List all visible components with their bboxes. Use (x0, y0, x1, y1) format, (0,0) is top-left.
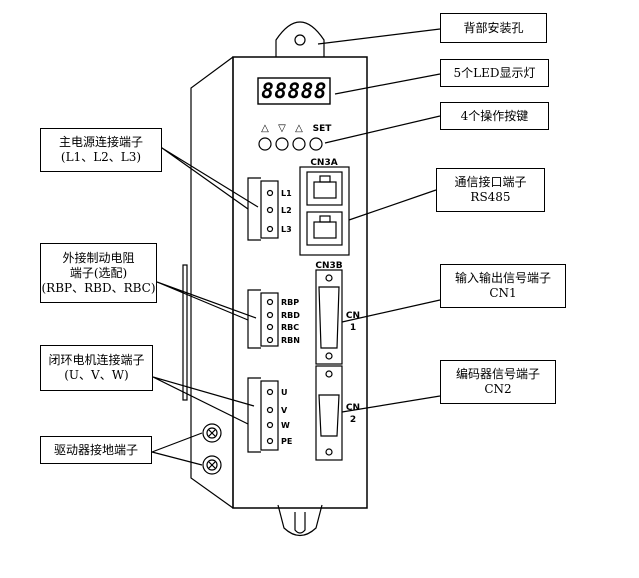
leader-keys (324, 115, 441, 144)
leader-resistor (156, 281, 257, 321)
terminal-l3: L3 (281, 225, 292, 234)
cn3a-label: CN3A (310, 158, 337, 168)
terminal-u: U (281, 388, 288, 397)
callout-mount-hole: 背部安装孔 (440, 13, 547, 43)
led-display (257, 77, 331, 105)
key-1 (258, 137, 272, 151)
terminal-pe: PE (281, 437, 292, 446)
cn1-strip (315, 269, 343, 365)
leader-io (341, 299, 441, 323)
rj45-port-2 (306, 211, 343, 246)
terminal-l2: L2 (281, 206, 292, 215)
terminal-rbn: RBN (281, 336, 300, 345)
cn1-label-top: CN (346, 311, 360, 321)
cn1-dsub (318, 286, 340, 349)
motor-terminal-block (247, 377, 261, 453)
leader-comm (348, 189, 437, 221)
heat-sink-rail (190, 56, 234, 509)
callout-encoder: 编码器信号端子 CN2 (440, 360, 556, 404)
set-label: SET (313, 124, 333, 134)
leader-power (161, 147, 259, 210)
callout-led: 5个LED显示灯 (440, 59, 549, 87)
bottom-mount-slot (294, 512, 306, 534)
led-digits: 88888 (261, 79, 327, 103)
cn2-dsub (318, 394, 340, 437)
bottom-mount-tab (277, 504, 323, 537)
callout-ground: 驱动器接地端子 (40, 436, 152, 464)
callout-resistor: 外接制动电阻 端子(选配) (RBP、RBD、RBC) (40, 243, 157, 303)
callout-power: 主电源连接端子 (L1、L2、L3) (40, 128, 162, 172)
terminal-rbd: RBD (281, 311, 300, 320)
key-2 (275, 137, 289, 151)
cn1-label-num: 1 (350, 323, 356, 333)
callout-comm: 通信接口端子 RS485 (436, 168, 545, 212)
callout-keys: 4个操作按键 (440, 102, 549, 130)
ground-screw-2 (202, 455, 222, 475)
arrow-up-1-label: △ (261, 123, 269, 134)
ground-screw-1 (202, 423, 222, 443)
cn3a-block (299, 166, 350, 256)
terminal-rbc: RBC (281, 323, 299, 332)
arrow-down-label: ▽ (278, 123, 286, 134)
front-panel (232, 56, 368, 509)
leader-ground (151, 432, 203, 466)
power-terminal-block (247, 177, 261, 241)
leader-motor (152, 376, 255, 425)
callout-io: 输入输出信号端子 CN1 (440, 264, 566, 308)
terminal-w: W (281, 421, 290, 430)
resistor-terminal-block (247, 289, 261, 349)
top-mount-tab (275, 21, 325, 57)
arrow-up-2-label: △ (295, 123, 303, 134)
key-4 (309, 137, 323, 151)
cn2-strip (315, 365, 343, 461)
leader-mount (317, 28, 441, 45)
leader-encoder (341, 395, 441, 413)
terminal-v: V (281, 406, 288, 415)
callout-motor: 闭环电机连接端子 (U、V、W) (40, 345, 153, 391)
cn2-label-top: CN (346, 403, 360, 413)
rj45-port-1 (306, 171, 343, 206)
terminal-l1: L1 (281, 189, 292, 198)
leader-led (334, 73, 441, 95)
cn3b-label: CN3B (315, 261, 342, 271)
cn2-label-num: 2 (350, 415, 356, 425)
top-mount-hole (294, 34, 306, 46)
key-3 (292, 137, 306, 151)
side-slot (182, 264, 188, 401)
terminal-rbp: RBP (281, 298, 299, 307)
